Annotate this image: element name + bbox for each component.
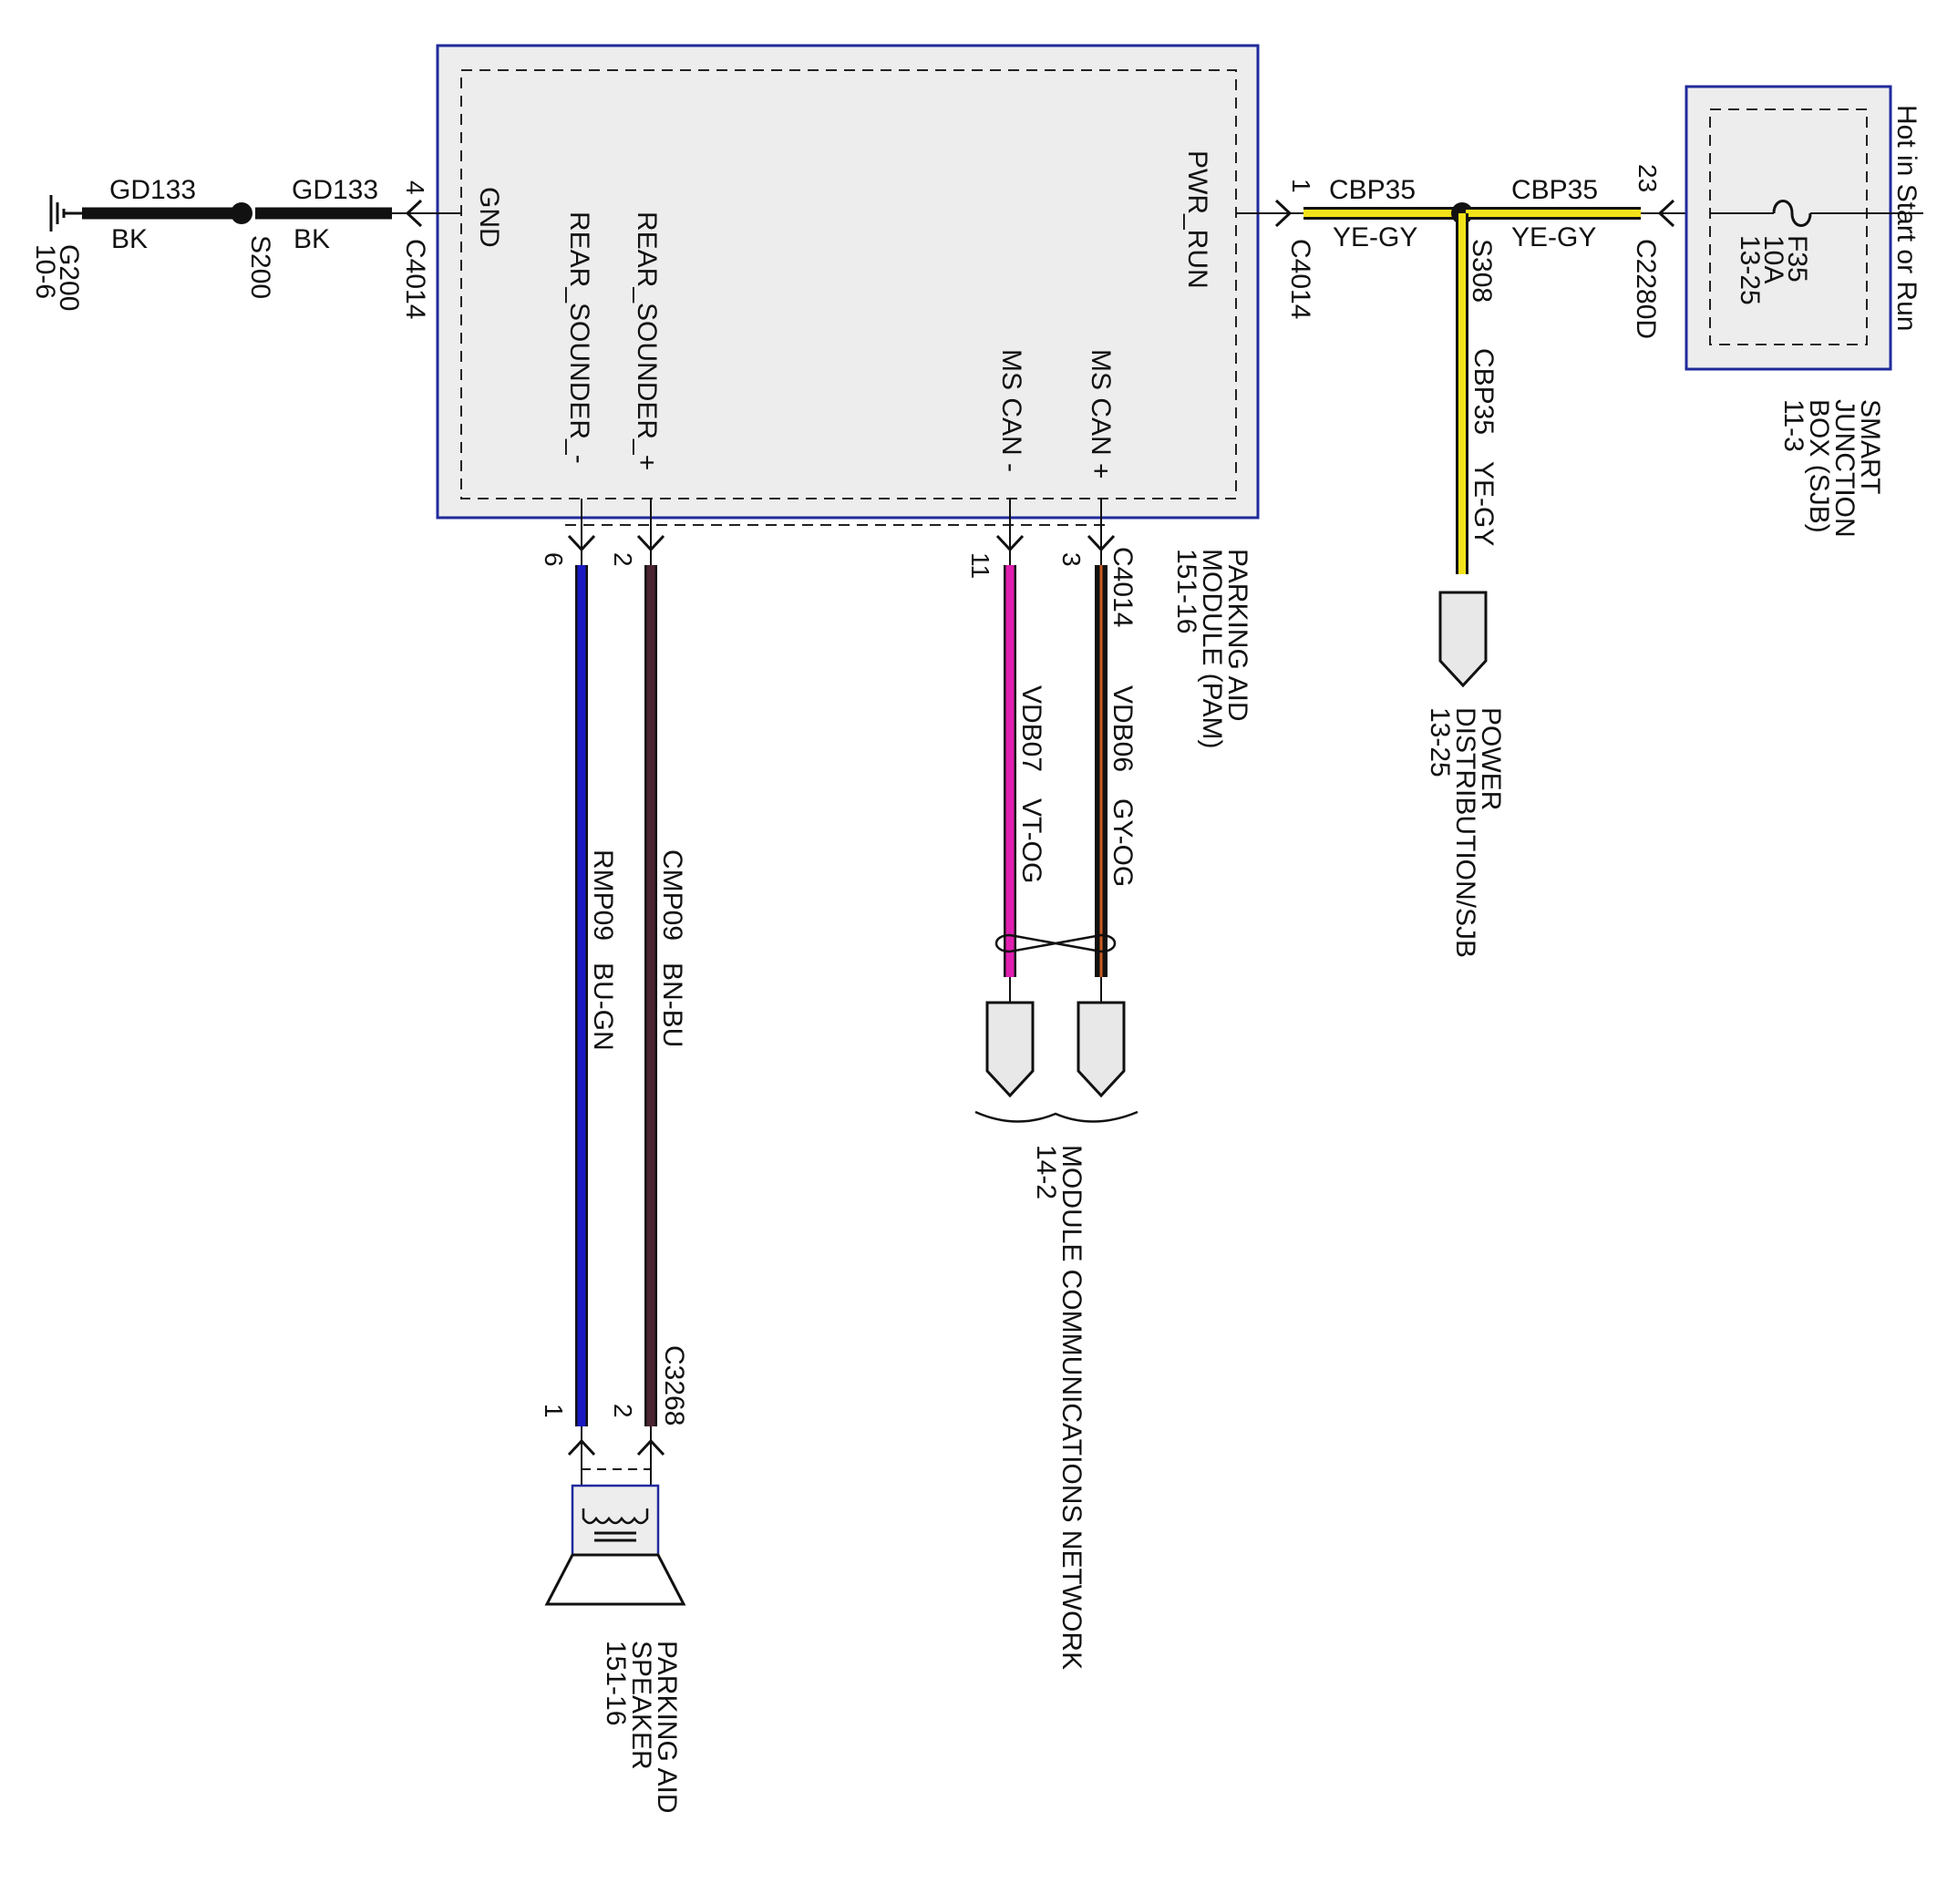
speaker-wire-bn-bu-circuit: CMP09 <box>657 849 687 941</box>
gnd-wire-2-color: BK <box>294 224 330 254</box>
pwr-connector-id: C4014 <box>1285 239 1315 319</box>
pam-pin-label-rear-pos: REAR_SOUNDER_+ <box>632 211 662 470</box>
sjb-pin-number: 23 <box>1633 164 1662 192</box>
pam-name-line-2: MODULE (PAM) <box>1197 549 1227 748</box>
can-neg-connector-icon <box>995 534 1025 552</box>
can-neg-arrow-icon[interactable] <box>985 1001 1035 1098</box>
power-dist-label-1: POWER <box>1476 707 1506 810</box>
speaker-connector-id: C3268 <box>659 1345 689 1425</box>
splice-s200-dot[interactable] <box>231 202 252 224</box>
ground-icon <box>49 195 66 232</box>
sjb-outer-box[interactable] <box>1685 85 1892 371</box>
power-wire-2-color: YE-GY <box>1511 222 1596 252</box>
speaker-connector-1-icon <box>567 1438 596 1456</box>
network-label-2: 14-2 <box>1031 1145 1061 1199</box>
sjb-connector-id: C2280D <box>1631 239 1661 339</box>
ground-circuit: G200 10-6 GD133 BK S200 GD133 BK 4 C4014 <box>30 175 461 319</box>
fuse-id-label: F35 <box>1782 235 1812 283</box>
gnd-connector-icon <box>405 199 423 228</box>
smart-junction-box: F35 10A 13-25 Hot in Start or Run SMART … <box>1685 85 1923 538</box>
fuse-page-label: 13-25 <box>1735 235 1765 305</box>
sjb-inner-dashed-box <box>1709 108 1868 345</box>
pam-inner-dashed-box <box>460 69 1237 499</box>
speaker-pin-1: 1 <box>540 1404 568 1418</box>
gnd-wire-1-circuit: GD133 <box>109 175 196 205</box>
pam-pin-label-can-pos: MS CAN + <box>1086 349 1116 479</box>
pam-pin-label-rear-neg: REAR_SOUNDER_- <box>564 211 594 464</box>
power-dist-arrow-icon[interactable] <box>1438 591 1488 688</box>
sjb-connector-icon <box>1657 199 1675 228</box>
can-connector-id: C4014 <box>1108 547 1138 627</box>
ground-id-label: G200 <box>54 244 84 311</box>
pwr-pin-number: 1 <box>1287 179 1315 193</box>
pwr-connector-icon <box>1274 199 1293 228</box>
speaker-circuit: 6 2 RMP09 BU-GN CMP09 BN-BU C3268 1 2 <box>540 499 689 1814</box>
can-wire-vt-og-color: VT-OG <box>1016 798 1046 883</box>
gnd-connector-id: C4014 <box>400 239 430 319</box>
can-neg-pin-number: 11 <box>966 552 994 579</box>
power-wire-1-color: YE-GY <box>1333 222 1417 252</box>
rear-neg-pin-number: 6 <box>540 552 568 567</box>
fuse-rating-label: 10A <box>1758 235 1788 283</box>
pam-pin-label-can-neg: MS CAN - <box>996 349 1026 472</box>
can-wire-vt-og-circuit: VDB07 <box>1016 685 1046 772</box>
pam-outer-box[interactable] <box>436 44 1260 520</box>
can-pos-pin-number: 3 <box>1057 552 1086 567</box>
pam-pin-label-pwr-run: PWR_RUN <box>1182 150 1212 289</box>
speaker-connector-2-icon <box>636 1438 665 1456</box>
rear-pos-pin-number: 2 <box>609 552 637 567</box>
fuse-icon[interactable] <box>1772 200 1812 227</box>
power-dist-label-3: 13-25 <box>1425 707 1455 777</box>
can-wire-gy-og-color: GY-OG <box>1108 798 1138 887</box>
speaker-name-line-3: 151-16 <box>601 1641 631 1725</box>
speaker-wire-bu-gn-color: BU-GN <box>588 962 618 1051</box>
speaker-wire-bu-gn-circuit: RMP09 <box>588 849 618 941</box>
pam-name-line-1: PARKING AID <box>1222 549 1252 722</box>
rear-pos-connector-icon <box>636 534 665 552</box>
can-pos-connector-icon <box>1087 534 1116 552</box>
speaker-wire-bn-bu-color: BN-BU <box>657 962 687 1047</box>
power-wire-1-circuit: CBP35 <box>1329 175 1416 205</box>
power-wire-3-circuit: CBP35 <box>1468 348 1499 435</box>
gnd-wire-2-circuit: GD133 <box>292 175 378 205</box>
sjb-name-line-3: BOX (SJB) <box>1804 399 1834 533</box>
network-brace-icon <box>974 1110 1139 1123</box>
hot-in-start-or-run-label: Hot in Start or Run <box>1891 105 1922 331</box>
network-label-1: MODULE COMMUNICATIONS NETWORK <box>1056 1145 1087 1670</box>
power-dist-label-2: DISTRIBUTION/SJB <box>1450 707 1480 958</box>
sjb-name-line-2: JUNCTION <box>1829 399 1860 538</box>
power-wire-2-circuit: CBP35 <box>1511 175 1598 205</box>
splice-s200-label: S200 <box>245 235 275 299</box>
sjb-name-line-4: 11-3 <box>1778 399 1808 452</box>
gnd-wire-1-color: BK <box>111 224 148 254</box>
power-circuit: 1 C4014 CBP35 YE-GY S308 CBP35 YE-GY 23 … <box>1236 164 1710 958</box>
sjb-name-line-1: SMART <box>1855 399 1885 494</box>
can-pos-arrow-icon[interactable] <box>1077 1001 1126 1098</box>
speaker-icon[interactable] <box>544 1484 686 1606</box>
rear-neg-connector-icon <box>567 534 596 552</box>
ground-page-label: 10-6 <box>30 244 60 299</box>
can-network-circuit: 11 3 C4014 VDB07 VT-OG VDB06 GY-OG MODUL… <box>966 499 1139 1670</box>
can-wire-gy-og-circuit: VDB06 <box>1108 685 1138 772</box>
power-wire-3-color: YE-GY <box>1468 461 1499 546</box>
gnd-pin-number: 4 <box>401 180 429 195</box>
speaker-pin-2: 2 <box>609 1404 637 1418</box>
speaker-name-line-1: PARKING AID <box>652 1641 682 1814</box>
pam-pin-label-gnd: GND <box>474 187 504 248</box>
splice-s308-label: S308 <box>1467 239 1497 303</box>
pam-name-line-3: 151-16 <box>1171 549 1201 633</box>
speaker-name-line-2: SPEAKER <box>626 1641 656 1770</box>
parking-aid-module: GND REAR_SOUNDER_+ REAR_SOUNDER_- MS CAN… <box>436 44 1260 748</box>
twisted-pair-icon <box>994 933 1117 953</box>
